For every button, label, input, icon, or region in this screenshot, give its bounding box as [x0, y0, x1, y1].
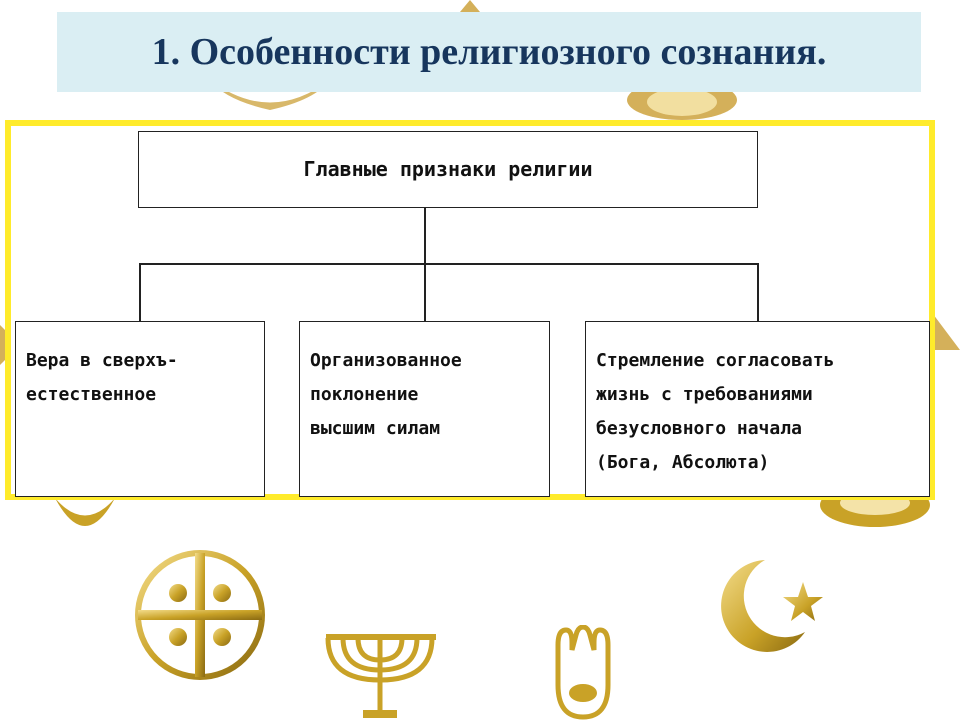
connector-left [139, 263, 141, 321]
branch-box-3: Стремление согласовать жизнь с требовани… [585, 321, 930, 497]
branch-label-1: Вера в сверхъ- естественное [26, 350, 178, 405]
branch-label-2: Организованное поклонение высшим силам [310, 350, 462, 439]
faravahar-icon [210, 80, 330, 110]
lotus-icon [55, 498, 115, 526]
connector-horizontal [139, 263, 758, 265]
crescent-star-icon [721, 560, 823, 652]
branch-box-1: Вера в сверхъ- естественное [15, 321, 265, 497]
branch-box-2: Организованное поклонение высшим силам [299, 321, 550, 497]
connector-middle [424, 263, 426, 321]
root-box: Главные признаки религии [138, 131, 758, 208]
branch-label-3: Стремление согласовать жизнь с требовани… [596, 350, 835, 473]
wheel-cross-icon [135, 550, 265, 680]
menorah-icon [325, 634, 436, 718]
hamsa-icon [555, 625, 611, 720]
connector-root-down [424, 208, 426, 264]
root-label: Главные признаки религии [303, 157, 593, 181]
title-bar: 1. Особенности религиозного сознания. [57, 12, 921, 92]
connector-right [757, 263, 759, 321]
slide-title: 1. Особенности религиозного сознания. [151, 31, 827, 73]
